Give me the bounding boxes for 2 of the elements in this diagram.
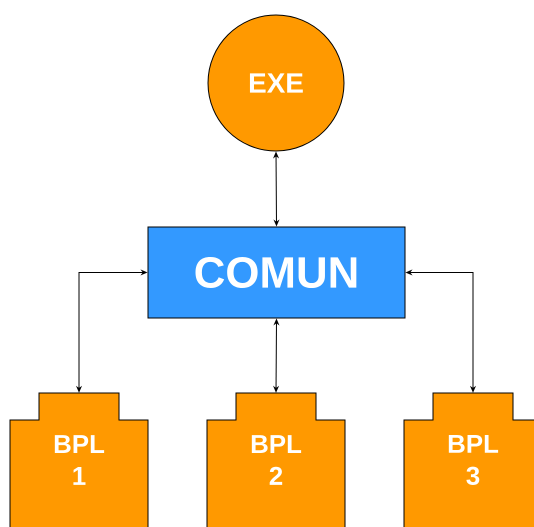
circle-node: EXE: [208, 14, 344, 152]
process-box: COMUN: [148, 226, 406, 318]
